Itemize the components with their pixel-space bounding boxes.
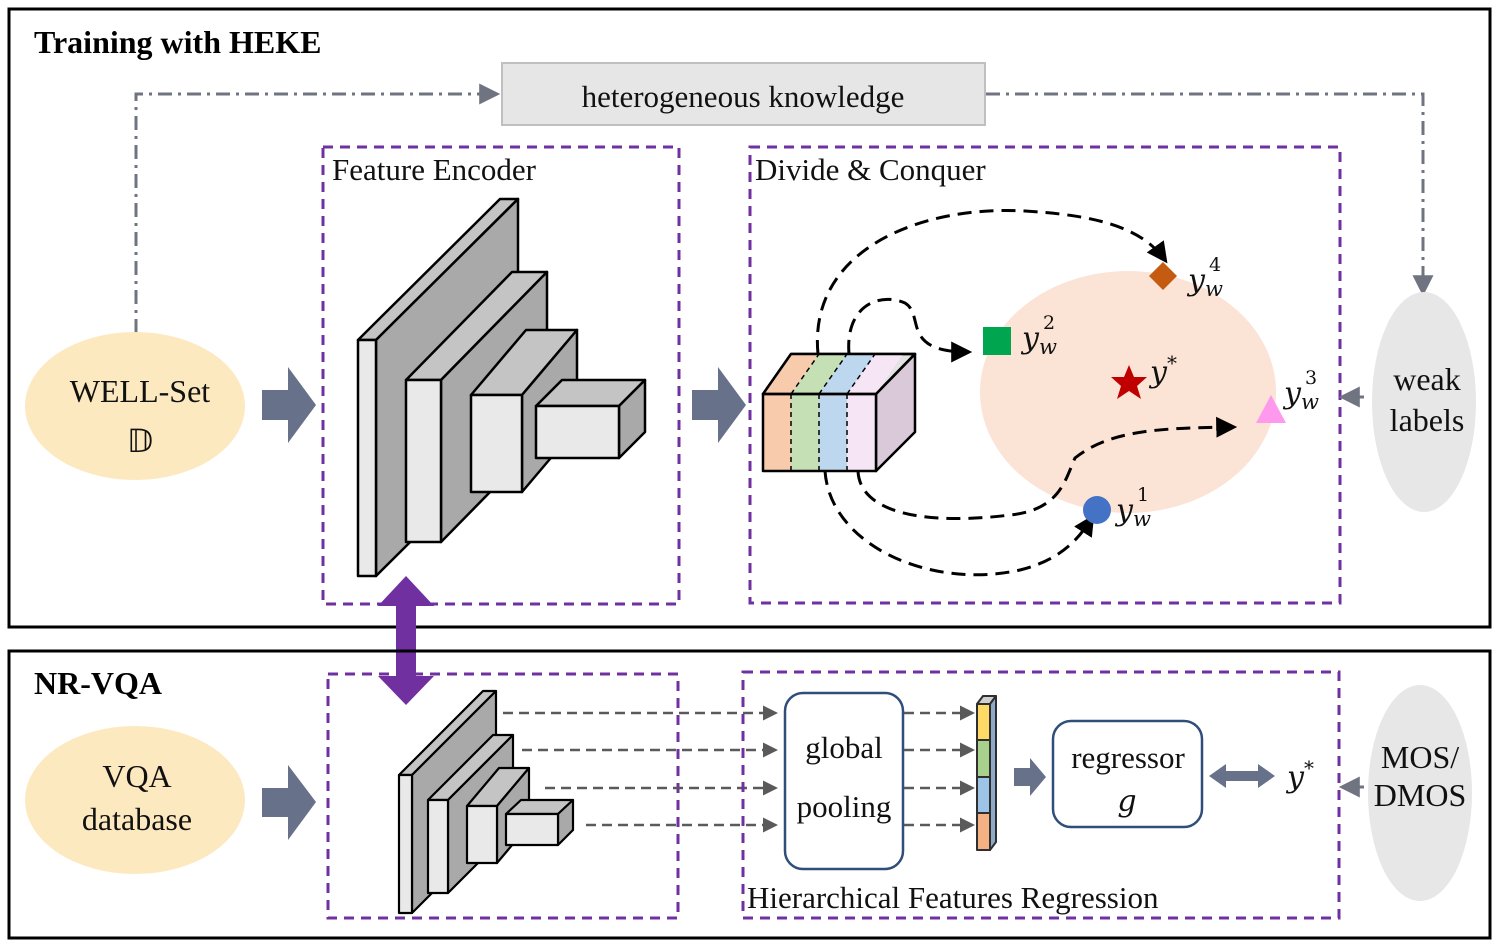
weak-labels-line1: weak bbox=[1393, 361, 1461, 397]
cnn-encoder-large bbox=[356, 197, 647, 578]
double-arrow-icon bbox=[378, 576, 434, 705]
y-w1-label: yw1 bbox=[1114, 484, 1151, 531]
knowledge-flow-lines bbox=[134, 83, 1434, 333]
knowledge-box-label: heterogeneous knowledge bbox=[582, 79, 905, 114]
output-y-star: y* bbox=[1285, 756, 1314, 795]
label-space-region bbox=[980, 271, 1276, 513]
block-arrow-icon bbox=[692, 367, 746, 443]
pooled-taps bbox=[904, 705, 975, 833]
regressor-node bbox=[1051, 719, 1204, 829]
block-arrow-icon bbox=[262, 367, 316, 443]
shared-encoder-box bbox=[326, 672, 680, 920]
weak-labels-node bbox=[1372, 292, 1476, 512]
y-w2-label: yw2 bbox=[1020, 312, 1057, 359]
block-arrow-icon bbox=[262, 765, 316, 840]
block-arrow-icon bbox=[1014, 758, 1046, 796]
feature-encoder-title: Feature Encoder bbox=[332, 152, 537, 187]
circle-icon bbox=[1083, 496, 1111, 524]
bottom-panel-title: NR-VQA bbox=[34, 665, 162, 701]
y-star-label: y* bbox=[1148, 351, 1177, 390]
divide-conquer-box bbox=[748, 145, 1342, 605]
vqa-database-line1: VQA bbox=[102, 758, 171, 794]
vqa-database-line2: database bbox=[82, 801, 192, 837]
star-icon bbox=[1111, 365, 1147, 399]
well-set-label: WELL-Set bbox=[70, 373, 211, 409]
mos-dmos-line1: MOS/ bbox=[1381, 739, 1459, 775]
top-panel-title: Training with HEKE bbox=[34, 24, 321, 60]
triangle-icon bbox=[1256, 395, 1286, 423]
well-set-node bbox=[25, 332, 245, 480]
mos-dmos-node bbox=[1368, 685, 1472, 901]
square-icon bbox=[983, 327, 1011, 355]
top-panel-frame bbox=[7, 7, 1492, 629]
cnn-encoder-small bbox=[397, 689, 575, 915]
well-set-symbol: 𝔻 bbox=[127, 423, 153, 459]
global-pooling-line1: global bbox=[805, 730, 883, 765]
global-pooling-line2: pooling bbox=[797, 789, 892, 824]
regressor-line1: regressor bbox=[1071, 740, 1185, 775]
weak-labels-line2: labels bbox=[1390, 402, 1465, 438]
vqa-database-node bbox=[25, 726, 245, 874]
knowledge-box bbox=[501, 62, 986, 126]
y-w3-label: yw3 bbox=[1282, 367, 1319, 414]
feature-cube bbox=[761, 352, 917, 473]
output-double-arrow bbox=[1209, 764, 1275, 788]
global-pooling-node bbox=[783, 691, 905, 871]
feature-encoder-box bbox=[321, 145, 681, 606]
regressor-symbol: g bbox=[1117, 784, 1136, 819]
divide-conquer-title: Divide & Conquer bbox=[755, 152, 986, 187]
feature-taps bbox=[503, 705, 778, 833]
mos-dmos-line2: DMOS bbox=[1374, 777, 1466, 813]
regression-title: Hierarchical Features Regression bbox=[747, 880, 1159, 915]
diamond-icon bbox=[1149, 262, 1177, 290]
concatenated-features bbox=[976, 695, 997, 851]
y-w4-label: yw4 bbox=[1186, 254, 1223, 301]
divide-curves bbox=[815, 208, 1238, 577]
bottom-panel-frame bbox=[7, 649, 1492, 940]
